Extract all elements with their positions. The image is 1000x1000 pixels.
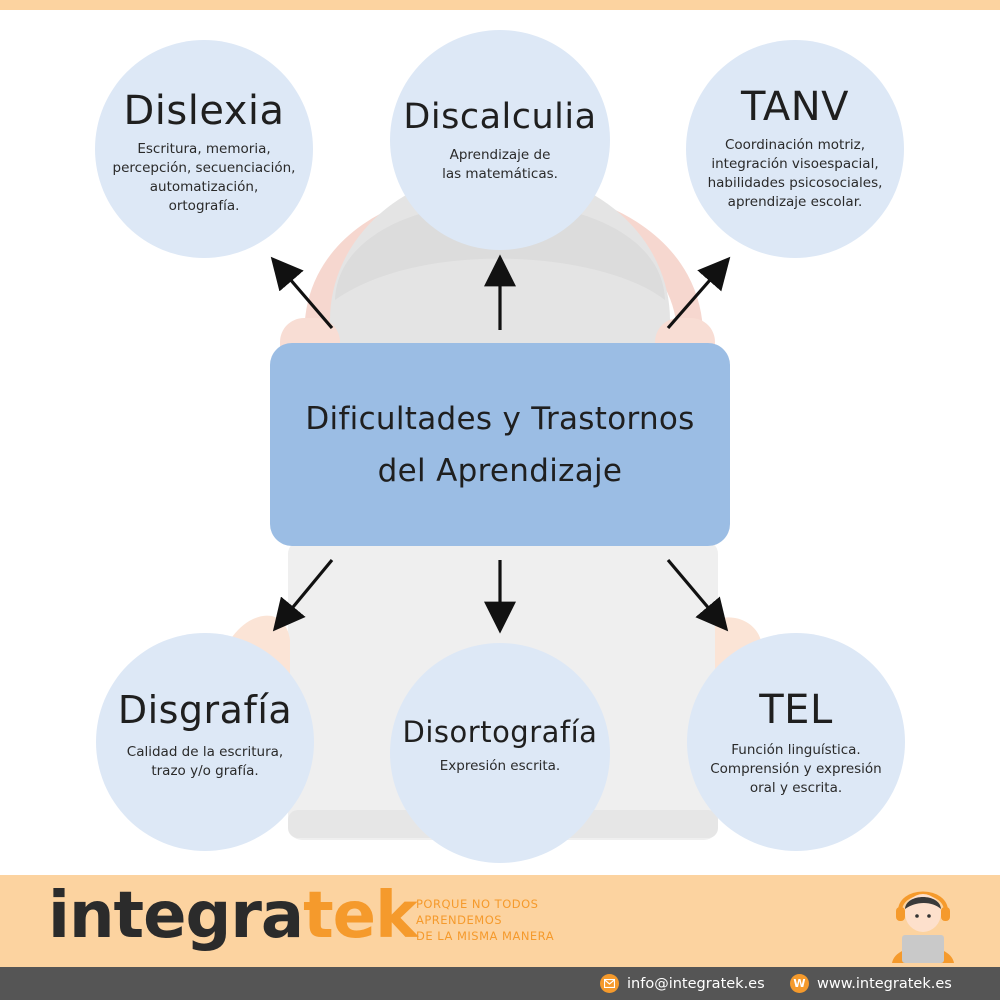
center-title: Dificultades y Trastornos del Aprendizaj…: [305, 400, 695, 489]
arrow-to-tanv: [666, 256, 731, 330]
arrow-to-tel: [666, 558, 729, 632]
node-dislexia: Dislexia Escritura, memoria, percepción,…: [95, 40, 313, 258]
node-discalculia: Discalculia Aprendizaje de las matemátic…: [390, 30, 610, 250]
node-disgrafia: Disgrafía Calidad de la escritura, trazo…: [96, 633, 314, 851]
node-title-disortografia: Disortografía: [402, 715, 598, 749]
brand-part2: tek: [303, 879, 418, 953]
node-tel: TEL Función linguística. Comprensión y e…: [687, 633, 905, 851]
email-contact[interactable]: info@integratek.es: [600, 974, 765, 993]
hair-shape: [335, 202, 665, 300]
node-desc-tanv: Coordinación motriz, integración visoesp…: [707, 137, 883, 210]
node-title-tel: TEL: [759, 687, 833, 733]
node-desc-tel: Función linguística. Comprensión y expre…: [710, 742, 882, 796]
brand-part1: integra: [48, 879, 304, 953]
node-desc-dislexia: Escritura, memoria, percepción, secuenci…: [112, 141, 296, 214]
email-link[interactable]: info@integratek.es: [627, 975, 765, 992]
node-tanv: TANV Coordinación motriz, integración vi…: [686, 40, 904, 258]
center-box: Dificultades y Trastornos del Aprendizaj…: [270, 343, 730, 546]
node-desc-disgrafia: Calidad de la escritura, trazo y/o grafí…: [126, 744, 284, 779]
node-title-discalculia: Discalculia: [403, 97, 597, 137]
web-contact[interactable]: W www.integratek.es: [790, 974, 952, 993]
headset-girl-icon: [892, 891, 954, 963]
arrow-to-disgrafia: [272, 558, 334, 632]
top-stripe: [0, 0, 1000, 10]
web-link[interactable]: www.integratek.es: [817, 975, 952, 992]
node-desc-discalculia: Aprendizaje de las matemáticas.: [442, 147, 558, 182]
slogan: PORQUE NO TODOS APRENDEMOS DE LA MISMA M…: [416, 897, 555, 943]
web-icon: W: [790, 974, 809, 993]
node-disortografia: Disortografía Expresión escrita.: [390, 643, 610, 863]
arrow-to-dislexia: [270, 256, 334, 330]
envelope-icon: [600, 974, 619, 993]
node-title-tanv: TANV: [741, 84, 849, 130]
connector-arrows: [270, 254, 731, 634]
node-title-dislexia: Dislexia: [123, 88, 285, 134]
brand-logo: integratek: [48, 879, 418, 953]
node-desc-disortografia: Expresión escrita.: [439, 758, 561, 774]
node-title-disgrafia: Disgrafía: [117, 688, 293, 732]
contact-bar: info@integratek.es W www.integratek.es: [0, 967, 1000, 1000]
footer-banner: integratek PORQUE NO TODOS APRENDEMOS DE…: [0, 875, 1000, 967]
